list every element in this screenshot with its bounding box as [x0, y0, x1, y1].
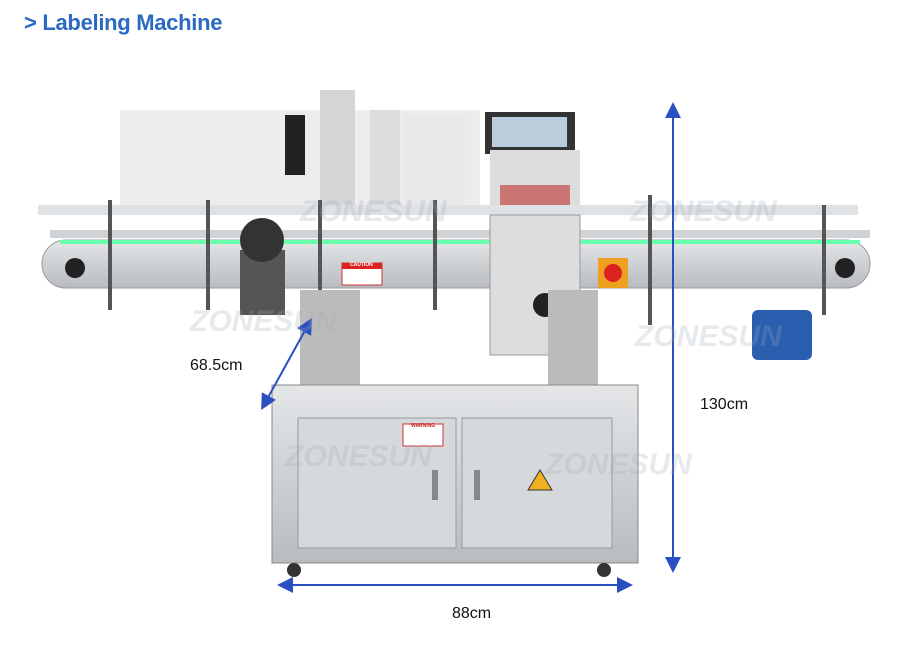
- watermark: ZONESUN: [635, 320, 782, 353]
- watermark: ZONESUN: [285, 440, 432, 473]
- watermark: ZONESUN: [630, 195, 777, 228]
- height-dimension: 130cm: [700, 396, 749, 413]
- watermark: ZONESUN: [190, 305, 337, 338]
- depth-dimension: 68.5cm: [190, 357, 243, 374]
- page-title: > Labeling Machine: [24, 10, 223, 35]
- warning-label: WARNING: [411, 423, 436, 429]
- caution-label: CAUTION: [350, 262, 373, 268]
- watermark: ZONESUN: [545, 448, 692, 481]
- watermark: ZONESUN: [300, 195, 447, 228]
- width-dimension: 88cm: [452, 605, 492, 622]
